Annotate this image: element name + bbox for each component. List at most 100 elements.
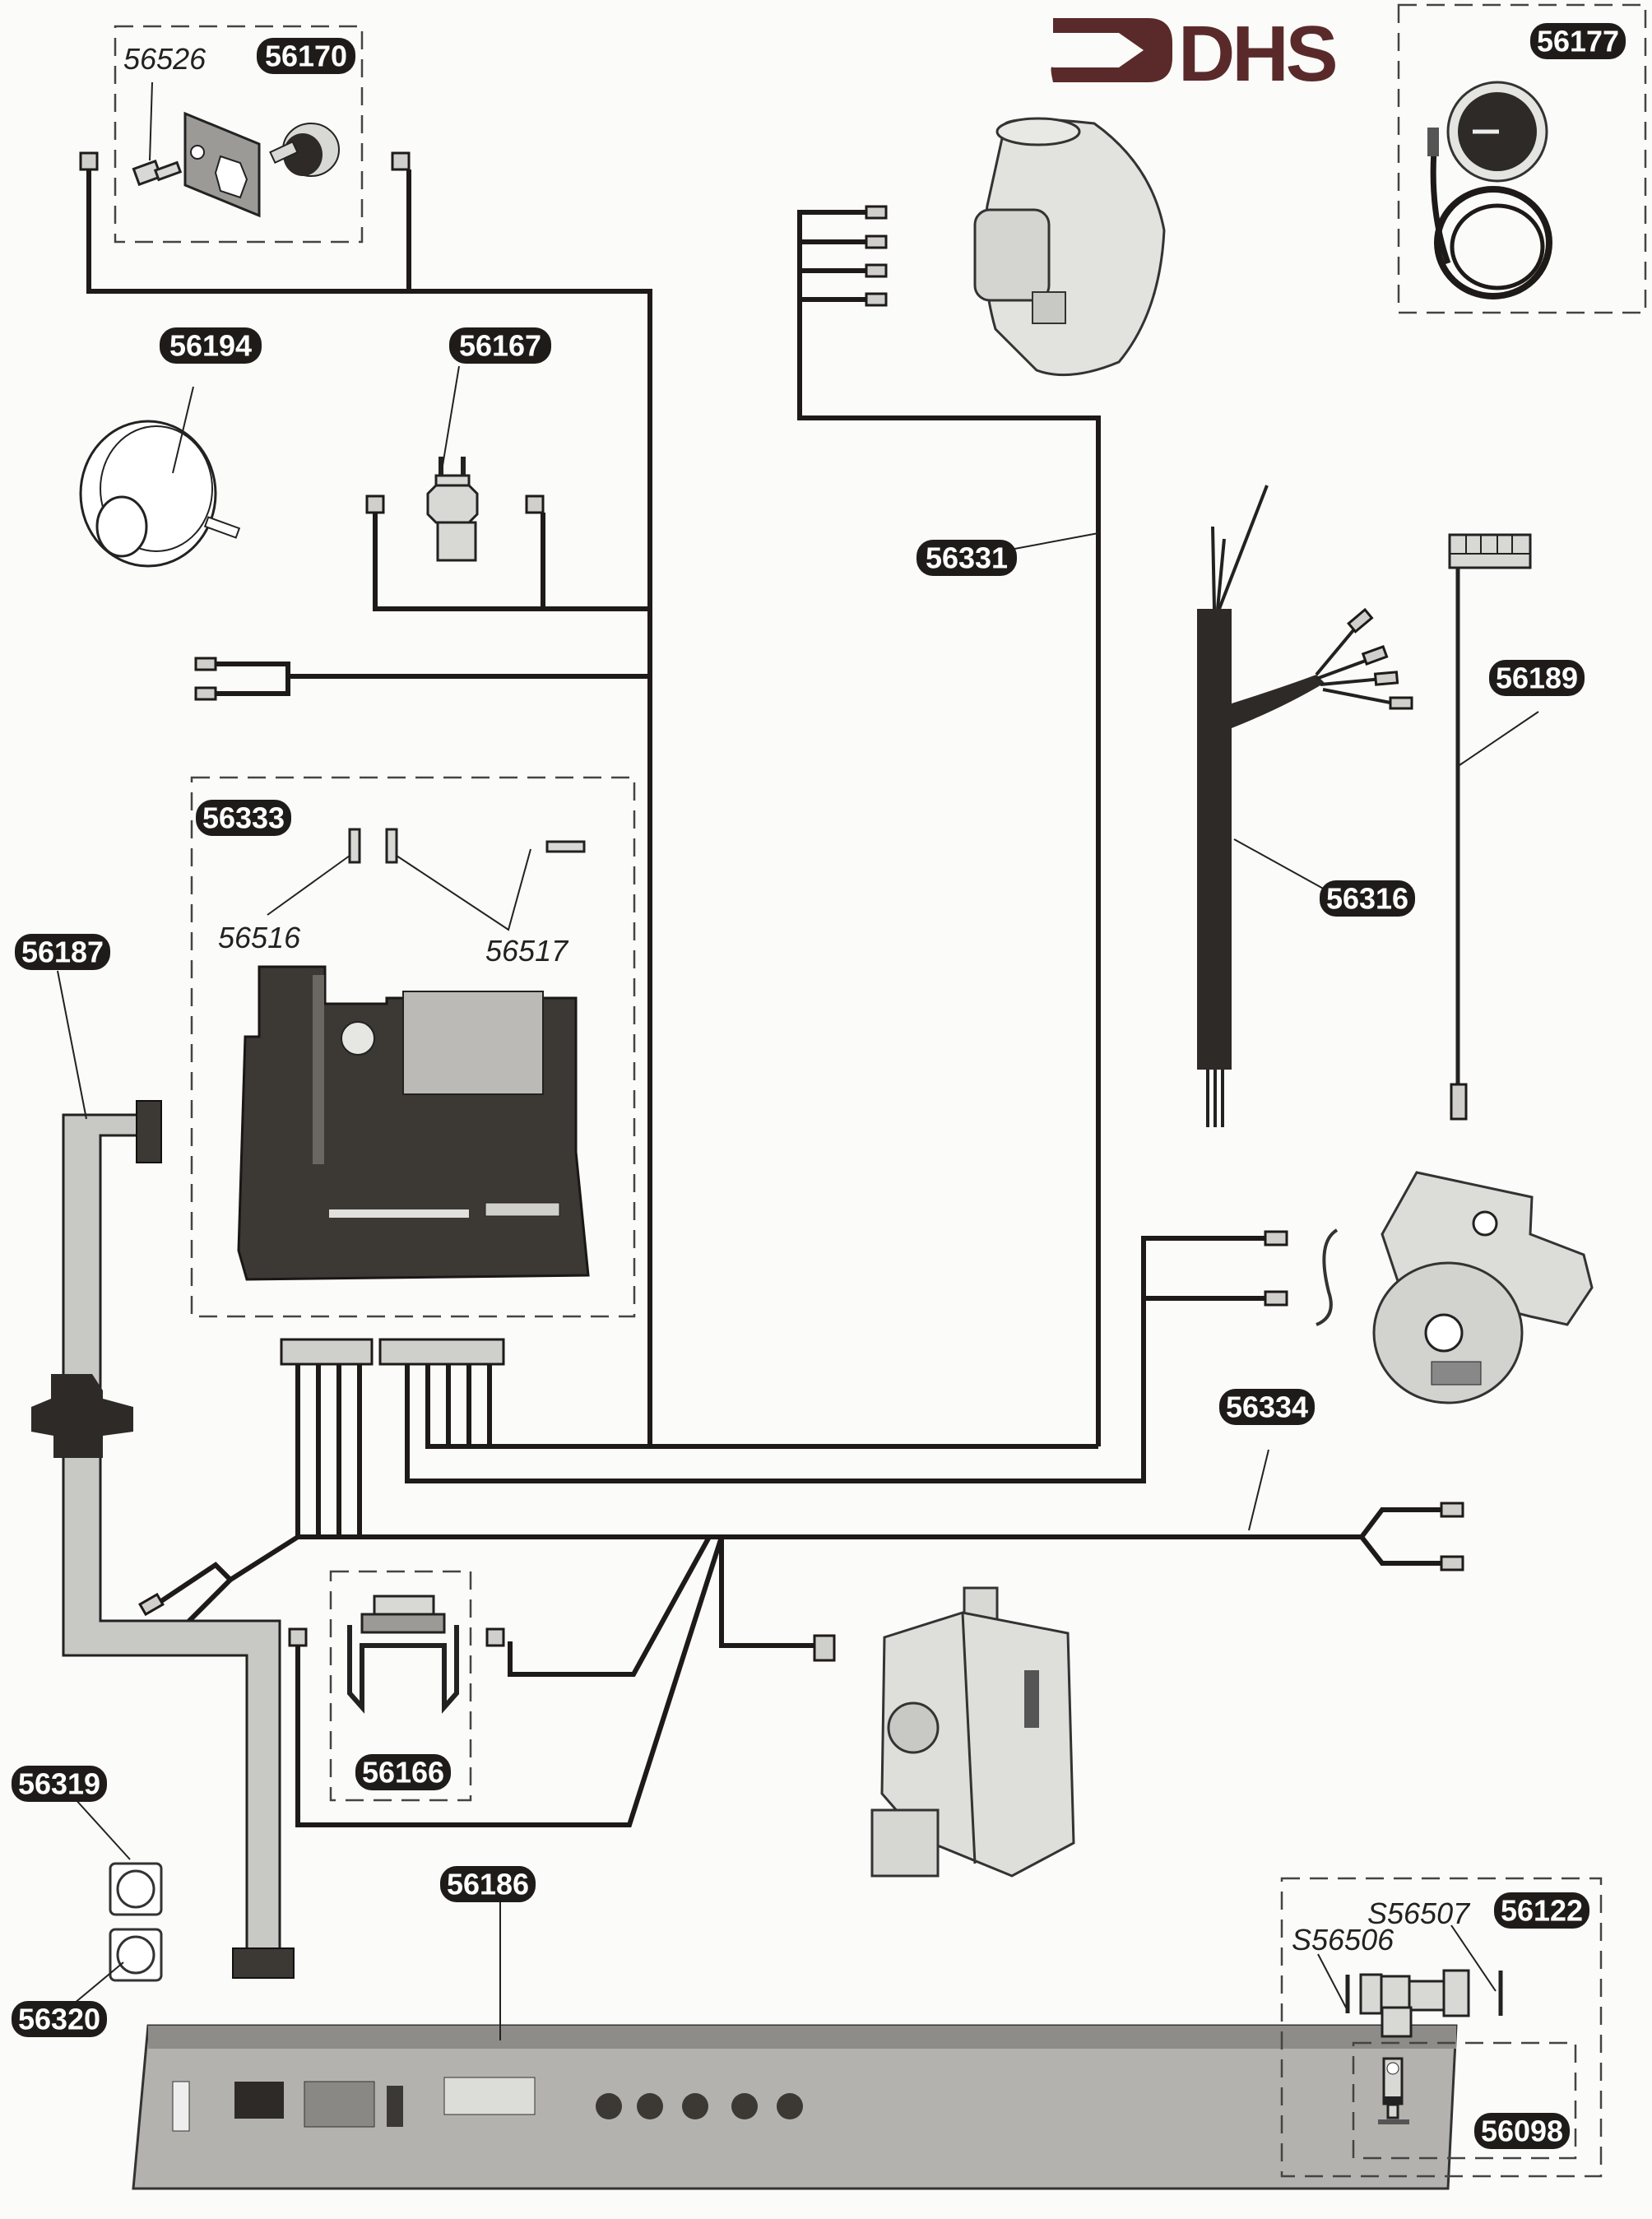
- connector: [378, 1338, 505, 1366]
- part-group-56166: 56166: [329, 1570, 472, 1802]
- svg-text:56186: 56186: [447, 1868, 529, 1901]
- fan-blower-icon: [973, 117, 1166, 377]
- fan-terminals: [797, 205, 1101, 1446]
- badge-56122: 56122: [1494, 1892, 1589, 1929]
- control-panel-icon: [132, 2024, 1458, 2190]
- wiring-harness-icon: [1197, 485, 1413, 1127]
- terminal: [1264, 1230, 1288, 1246]
- svg-text:56194: 56194: [169, 329, 252, 363]
- push-button-icon: [109, 1862, 163, 1916]
- terminal: [1264, 1290, 1288, 1307]
- badge-56186: 56186: [440, 1866, 536, 1902]
- part-group-56333: 56333 56516 56517: [190, 776, 636, 1318]
- part-56316: 56316: [1197, 485, 1415, 1127]
- svg-text:56166: 56166: [362, 1756, 444, 1790]
- badge-56177: 56177: [1530, 23, 1626, 59]
- badge-56189: 56189: [1489, 660, 1585, 696]
- part-56167: 56167: [365, 327, 650, 611]
- badge-56170: 56170: [257, 38, 355, 74]
- leader-s56507: [1450, 1924, 1497, 1992]
- terminal: [194, 657, 217, 671]
- terminal: [288, 1627, 308, 1647]
- svg-text:56189: 56189: [1496, 662, 1578, 695]
- group-box-56333: [190, 776, 636, 1318]
- air-pressure-switch-icon: [79, 420, 241, 568]
- leader-56187: [57, 970, 87, 1120]
- part-56319: 56319: [12, 1766, 163, 1916]
- leader-56334: [1248, 1449, 1269, 1531]
- terminal: [485, 1627, 505, 1647]
- screw-icon: [132, 159, 183, 187]
- part-fan: 56331: [797, 117, 1166, 1446]
- terminal: [79, 151, 99, 171]
- terminal: [138, 1592, 165, 1617]
- terminal: [391, 151, 411, 171]
- main-harness: 56334: [138, 1230, 1464, 1827]
- connector: [813, 1634, 836, 1662]
- badge-56187: 56187: [15, 934, 110, 970]
- tee-fitting-icon: [1345, 1969, 1503, 2038]
- badge-56166: 56166: [355, 1754, 451, 1790]
- leader-56167: [441, 365, 460, 471]
- terminal: [1440, 1555, 1464, 1571]
- wiring-top-left: [79, 151, 652, 1446]
- terminal: [365, 494, 385, 514]
- svg-text:56316: 56316: [1326, 882, 1408, 916]
- leader-56517: [396, 848, 531, 931]
- flow-switch-icon: [347, 1595, 459, 1714]
- leader-56316: [1233, 838, 1327, 891]
- drain-valve-icon: [1378, 2057, 1409, 2124]
- badge-56194: 56194: [160, 327, 262, 364]
- sub-label-56517: 56517: [485, 934, 569, 968]
- control-pcb-icon: [237, 965, 590, 1281]
- svg-text:56098: 56098: [1481, 2115, 1563, 2148]
- svg-text:56187: 56187: [21, 935, 104, 969]
- part-56194: 56194: [79, 327, 262, 568]
- sub-label-s56507: S56507: [1367, 1896, 1471, 1930]
- sub-label-56526: 56526: [123, 42, 206, 76]
- badge-56333: 56333: [196, 800, 291, 836]
- badge-56316: 56316: [1320, 880, 1415, 917]
- part-56187: 56187: [15, 934, 295, 1979]
- badge-56320: 56320: [12, 2001, 107, 2037]
- badge-56334: 56334: [1219, 1389, 1315, 1425]
- svg-text:56319: 56319: [18, 1767, 100, 1801]
- leader-56526: [149, 81, 153, 161]
- thermostat-icon: [269, 123, 340, 177]
- gasket-icon: [183, 111, 261, 218]
- leader-56319: [73, 1797, 131, 1860]
- svg-text:56333: 56333: [202, 801, 285, 835]
- pressure-gauge-icon: [1427, 81, 1552, 299]
- terminal: [525, 494, 545, 514]
- fuse-icon: [348, 828, 586, 864]
- leader-56516: [267, 855, 350, 916]
- leader-56194: [172, 386, 194, 474]
- part-group-56122: 56122 S56507 S56506 56098: [1280, 1877, 1603, 2178]
- part-gas-valve: [870, 1586, 1075, 1878]
- part-56320: 56320: [12, 1928, 163, 2037]
- part-group-56177: 56177: [1397, 3, 1647, 314]
- leader-56331: [1009, 532, 1099, 550]
- svg-text:56177: 56177: [1537, 25, 1619, 58]
- badge-56319: 56319: [12, 1766, 107, 1802]
- overheat-thermostat-icon: [426, 457, 479, 562]
- sensor-lead-icon: [1448, 533, 1532, 1121]
- terminal: [194, 686, 217, 701]
- connector: [280, 1338, 374, 1366]
- part-56189: 56189: [1448, 533, 1585, 1121]
- logo-arrow-icon: [1051, 18, 1172, 82]
- terminal: [1440, 1502, 1464, 1518]
- svg-text:56320: 56320: [18, 2003, 100, 2036]
- leader-s56506: [1317, 1953, 1347, 2008]
- group-box-56170: [114, 25, 364, 244]
- svg-text:56334: 56334: [1226, 1390, 1308, 1424]
- badge-56331: 56331: [916, 540, 1017, 576]
- svg-text:56167: 56167: [459, 329, 541, 363]
- group-box-56166: [329, 1570, 472, 1802]
- part-pump: [1316, 1171, 1594, 1404]
- gas-valve-icon: [870, 1586, 1075, 1878]
- badge-56098: 56098: [1474, 2113, 1570, 2149]
- part-56186: 56186: [132, 1866, 1458, 2190]
- badge-56167: 56167: [449, 327, 551, 364]
